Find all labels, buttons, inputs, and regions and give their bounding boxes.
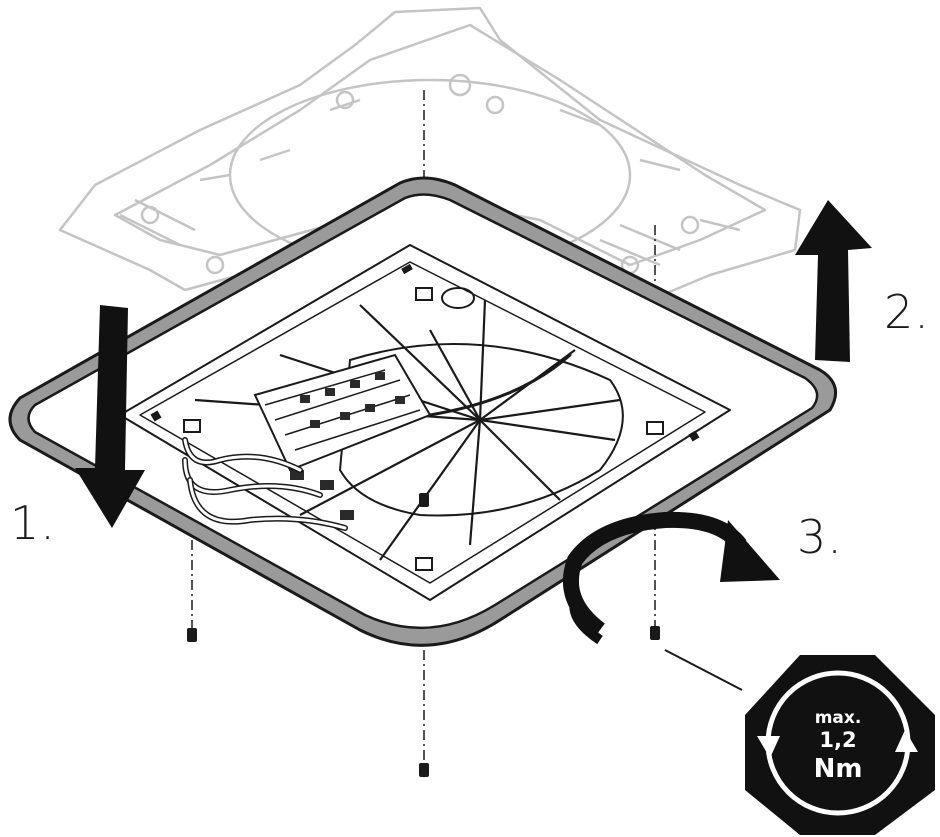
screws [187,493,660,777]
mounting-frame [58,6,802,302]
cable-bundle [182,353,572,531]
badge-leader-line [664,649,743,691]
torque-value: 1,2 [819,728,857,752]
step-2-label: 2. [884,285,930,339]
up-arrow-icon [795,200,872,362]
rotate-arrow-icon [562,511,780,645]
octagon-badge-icon [745,655,935,835]
step-3-label: 3. [797,510,843,564]
torque-unit: Nm [813,754,863,784]
screw-sockets [183,287,664,571]
step-1-label: 1. [10,496,56,550]
down-arrow-icon [75,305,145,528]
torque-max-label: max. [814,708,862,728]
